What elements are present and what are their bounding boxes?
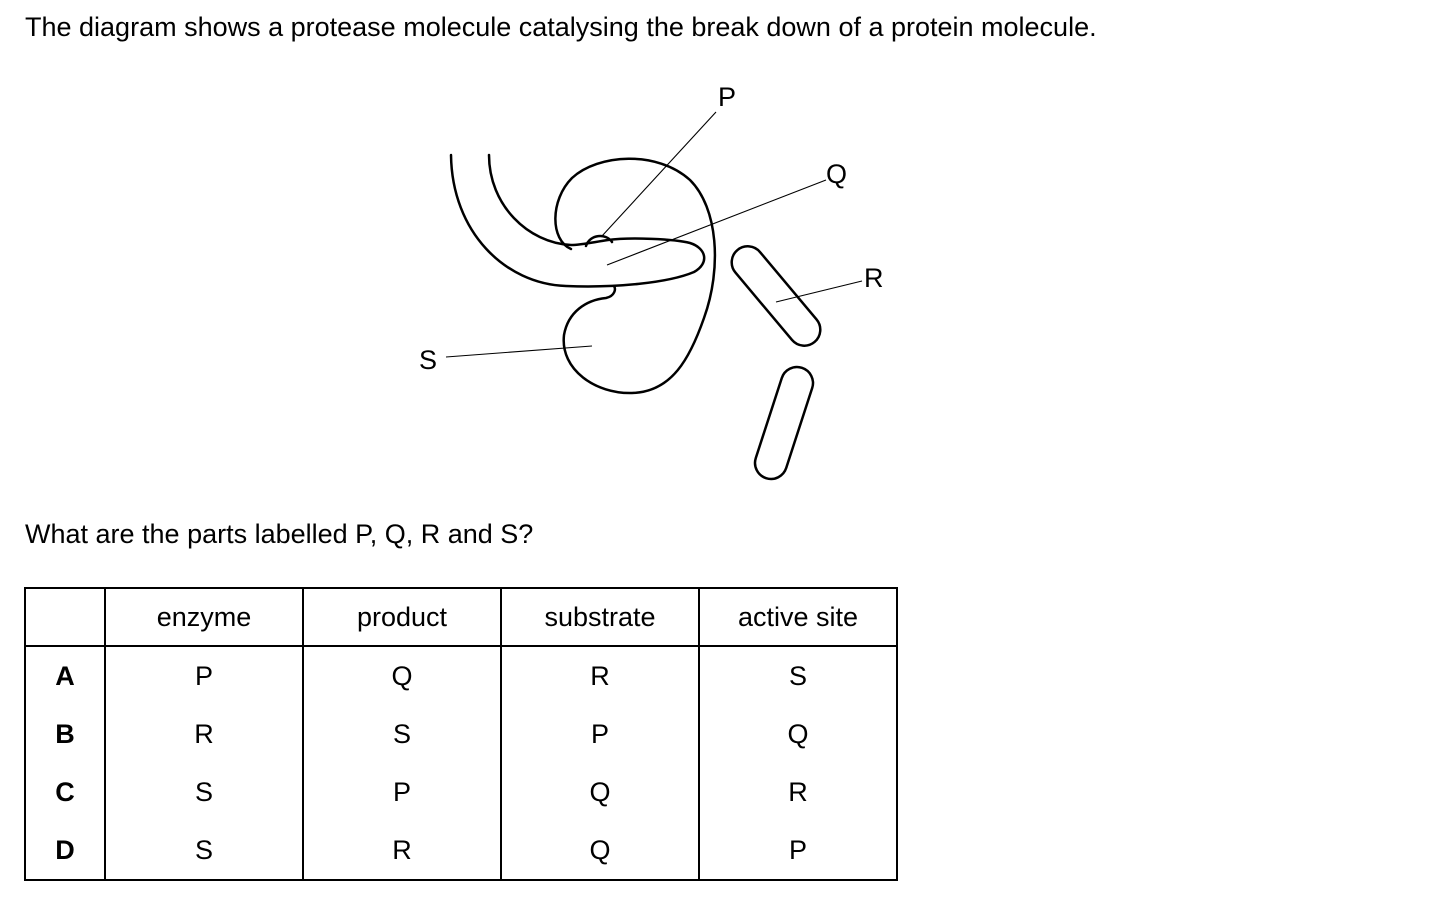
option-letter: C bbox=[25, 763, 106, 821]
product-fragment-2 bbox=[753, 365, 815, 481]
header-substrate: substrate bbox=[501, 588, 700, 647]
label-q: Q bbox=[826, 159, 847, 189]
product-fragment-1 bbox=[730, 245, 822, 347]
leader-line-p bbox=[601, 111, 717, 237]
table-row: A P Q R S bbox=[25, 646, 897, 705]
table-cell: S bbox=[303, 705, 502, 763]
table-cell: S bbox=[105, 763, 304, 821]
table-cell: R bbox=[501, 646, 700, 705]
table-cell: Q bbox=[303, 646, 502, 705]
leader-line-q bbox=[606, 179, 827, 266]
leader-line-r bbox=[775, 280, 863, 303]
table-cell: P bbox=[788, 834, 807, 865]
option-letter: D bbox=[25, 821, 106, 880]
table-row: C S P Q R bbox=[25, 763, 897, 821]
header-enzyme: enzyme bbox=[105, 588, 304, 647]
table-cell: Q bbox=[787, 718, 809, 749]
table-cell: P bbox=[501, 705, 700, 763]
table-cell: P bbox=[303, 763, 502, 821]
table-cell: R bbox=[788, 776, 808, 807]
table-cell: S bbox=[105, 821, 304, 880]
option-letter: B bbox=[25, 705, 106, 763]
table-cell: R bbox=[105, 705, 304, 763]
table-cell: R bbox=[303, 821, 502, 880]
table-row: B R S P Q bbox=[25, 705, 897, 763]
protein-strand bbox=[449, 153, 706, 288]
table-cell: Q bbox=[501, 821, 700, 880]
label-r: R bbox=[864, 263, 884, 293]
option-letter: A bbox=[25, 646, 106, 705]
leader-line-s bbox=[445, 345, 593, 358]
label-p: P bbox=[718, 82, 736, 112]
table-cell: S bbox=[788, 660, 807, 691]
label-s: S bbox=[419, 345, 437, 375]
question-text: What are the parts labelled P, Q, R and … bbox=[25, 519, 534, 549]
header-active-site: active site bbox=[699, 588, 897, 647]
table-cell: P bbox=[105, 646, 304, 705]
table-header-row: enzyme product substrate active site bbox=[25, 588, 897, 647]
table-cell: Q bbox=[501, 763, 700, 821]
enzyme-molecule bbox=[554, 157, 717, 395]
active-site-bump bbox=[584, 234, 614, 248]
table-row: D S R Q P bbox=[25, 821, 897, 880]
answer-table: enzyme product substrate active site A P… bbox=[24, 587, 898, 881]
header-cell-blank bbox=[25, 588, 106, 647]
intro-text: The diagram shows a protease molecule ca… bbox=[25, 12, 1097, 42]
header-product: product bbox=[303, 588, 502, 647]
